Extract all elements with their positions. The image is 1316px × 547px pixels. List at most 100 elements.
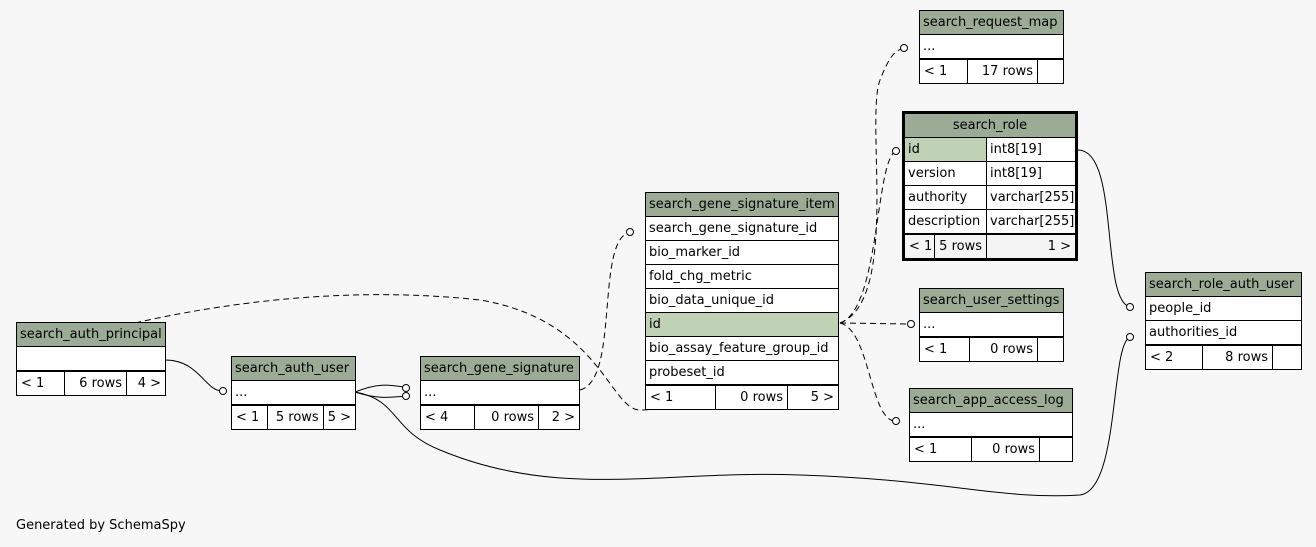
parents-count[interactable]: < 1 <box>232 406 268 429</box>
table-header[interactable]: search_request_map <box>920 11 1063 35</box>
table-header[interactable]: search_gene_signature_item <box>646 193 838 217</box>
table-row[interactable]: search_gene_signature_id <box>646 217 838 241</box>
table-row[interactable]: id int8[19] <box>905 138 1075 162</box>
column-type: varchar[255] <box>986 186 1075 209</box>
children-count[interactable] <box>1273 346 1301 369</box>
table-row[interactable]: description varchar[255] <box>905 210 1075 234</box>
table-row[interactable]: ... <box>232 381 355 405</box>
table-footer: < 1 0 rows <box>910 437 1072 461</box>
children-count[interactable]: 1 > <box>1047 239 1071 254</box>
column-name: bio_data_unique_id <box>649 293 775 308</box>
table-footer: < 1 5 rows 1 > <box>905 234 1075 258</box>
column-name: ... <box>923 317 936 332</box>
column-type: int8[19] <box>986 138 1075 161</box>
table-row[interactable]: id <box>646 313 838 337</box>
table-search-role-auth-user[interactable]: search_role_auth_user people_id authorit… <box>1145 272 1302 370</box>
parents-count[interactable]: < 2 <box>1146 346 1203 369</box>
edge-end-circle <box>907 320 915 328</box>
column-name: ... <box>235 385 248 400</box>
parents-count[interactable]: < 1 <box>920 60 968 83</box>
edge-end-circle <box>892 417 900 425</box>
table-row[interactable]: ... <box>910 413 1072 437</box>
table-row[interactable] <box>17 347 165 371</box>
edge-end-circle <box>626 228 634 236</box>
edge-end-circle <box>402 384 410 392</box>
row-count: 0 rows <box>475 406 539 429</box>
table-search-app-access-log[interactable]: search_app_access_log ... < 1 0 rows <box>909 388 1073 462</box>
table-header[interactable]: search_app_access_log <box>910 389 1072 413</box>
table-search-auth-principal[interactable]: search_auth_principal < 1 6 rows 4 > <box>16 322 166 396</box>
table-header[interactable]: search_gene_signature <box>421 357 579 381</box>
parents-count[interactable]: < 4 <box>421 406 475 429</box>
table-footer: < 2 8 rows <box>1146 345 1301 369</box>
column-name: id <box>908 142 920 157</box>
table-search-request-map[interactable]: search_request_map ... < 1 17 rows <box>919 10 1064 84</box>
table-footer: < 4 0 rows 2 > <box>421 405 579 429</box>
column-name <box>17 347 165 370</box>
table-header[interactable]: search_role_auth_user <box>1146 273 1301 297</box>
table-footer: < 1 6 rows 4 > <box>17 371 165 395</box>
parents-count[interactable]: < 1 <box>905 235 935 258</box>
row-count: 0 rows <box>972 438 1040 461</box>
table-row[interactable]: authority varchar[255] <box>905 186 1075 210</box>
table-row[interactable]: probeset_id <box>646 361 838 385</box>
children-count[interactable] <box>1038 338 1063 361</box>
table-row[interactable]: ... <box>421 381 579 405</box>
table-search-role[interactable]: search_role id int8[19] version int8[19]… <box>902 111 1078 261</box>
table-search-gene-signature[interactable]: search_gene_signature ... < 4 0 rows 2 > <box>420 356 580 430</box>
table-row[interactable]: bio_data_unique_id <box>646 289 838 313</box>
table-header[interactable]: search_auth_principal <box>17 323 165 347</box>
column-name: ... <box>424 385 437 400</box>
table-row[interactable]: ... <box>920 35 1063 59</box>
children-count[interactable] <box>1040 438 1072 461</box>
table-header[interactable]: search_auth_user <box>232 357 355 381</box>
edge-end-circle <box>1126 303 1134 311</box>
children-count[interactable]: 2 > <box>551 410 575 425</box>
table-row[interactable]: bio_marker_id <box>646 241 838 265</box>
column-name: authority <box>908 190 968 205</box>
edge-end-circle <box>402 392 410 400</box>
generated-by-label: Generated by SchemaSpy <box>16 518 186 533</box>
table-search-gene-signature-item[interactable]: search_gene_signature_item search_gene_s… <box>645 192 839 410</box>
children-count[interactable]: 5 > <box>327 410 351 425</box>
column-name: ... <box>913 417 926 432</box>
edge-app-access-log <box>839 322 896 422</box>
edge-end-circle <box>892 147 900 155</box>
edge-end-circle <box>1126 333 1134 341</box>
row-count: 8 rows <box>1203 346 1273 369</box>
edge-user-signature-1 <box>354 384 411 393</box>
children-count[interactable]: 4 > <box>137 376 161 391</box>
column-name: version <box>908 166 956 181</box>
table-footer: < 1 17 rows <box>920 59 1063 83</box>
table-header[interactable]: search_user_settings <box>920 289 1063 313</box>
table-header[interactable]: search_role <box>905 114 1075 138</box>
children-count[interactable] <box>1038 60 1063 83</box>
table-row[interactable]: authorities_id <box>1146 321 1301 345</box>
table-row[interactable]: people_id <box>1146 297 1301 321</box>
edge-role-people <box>1077 149 1131 308</box>
table-search-auth-user[interactable]: search_auth_user ... < 1 5 rows 5 > <box>231 356 356 430</box>
column-type: varchar[255] <box>986 210 1075 233</box>
table-footer: < 1 5 rows 5 > <box>232 405 355 429</box>
parents-count[interactable]: < 1 <box>646 386 716 409</box>
row-count: 0 rows <box>716 386 788 409</box>
row-count: 5 rows <box>268 406 324 429</box>
edge-end-circle <box>900 44 908 52</box>
children-count[interactable]: 5 > <box>810 390 834 405</box>
column-name: bio_marker_id <box>649 245 741 260</box>
table-row[interactable]: ... <box>920 313 1063 337</box>
table-footer: < 1 0 rows <box>920 337 1063 361</box>
column-name: probeset_id <box>649 365 725 380</box>
table-row[interactable]: version int8[19] <box>905 162 1075 186</box>
column-name: ... <box>923 39 936 54</box>
edge-user-settings <box>839 322 911 325</box>
parents-count[interactable]: < 1 <box>17 372 65 395</box>
parents-count[interactable]: < 1 <box>920 338 970 361</box>
column-name: fold_chg_metric <box>649 269 752 284</box>
table-search-user-settings[interactable]: search_user_settings ... < 1 0 rows <box>919 288 1064 362</box>
table-row[interactable]: bio_assay_feature_group_id <box>646 337 838 361</box>
parents-count[interactable]: < 1 <box>910 438 972 461</box>
column-name: people_id <box>1149 301 1212 316</box>
table-row[interactable]: fold_chg_metric <box>646 265 838 289</box>
edge-request-map-role <box>839 47 906 324</box>
